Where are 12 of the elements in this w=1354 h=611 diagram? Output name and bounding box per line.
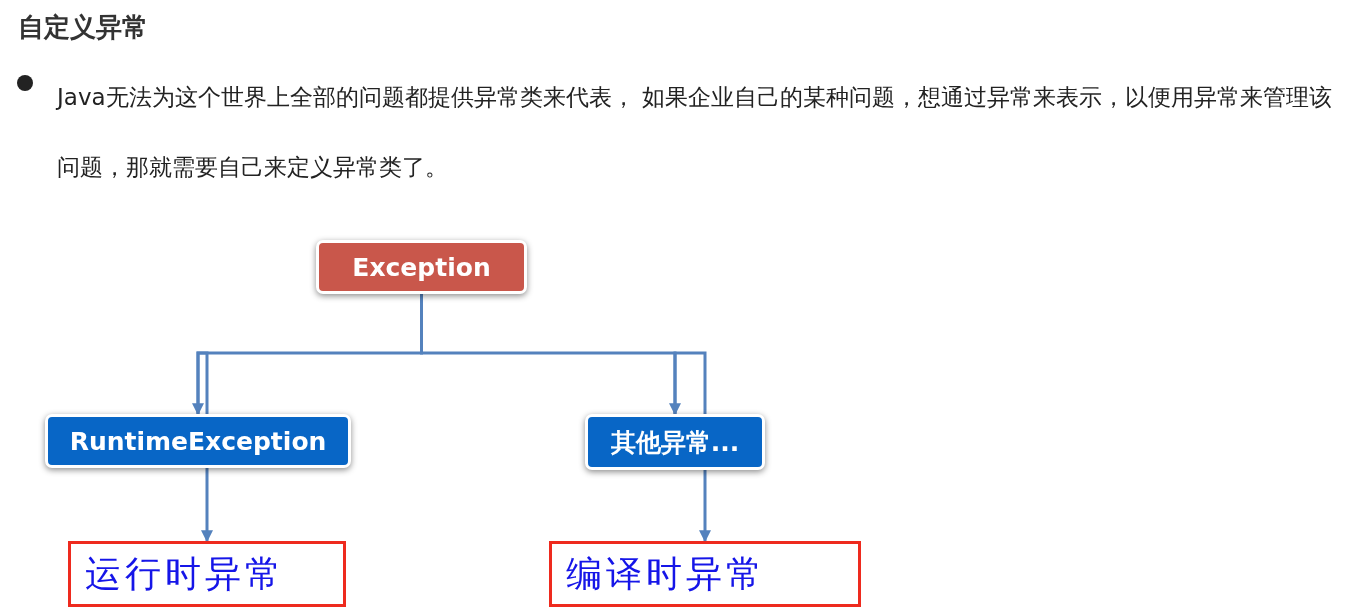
class-name: RuntimeException [69,426,327,456]
handwritten-note: 编译时异常 [566,551,766,596]
heading: 自定义异常 [18,11,148,44]
handwritten-note: 运行时异常 [85,551,285,596]
paragraph: Java无法为这个世界上全部的问题都提供异常类来代表， 如果企业自己的某种问题，想通过异常来表示，以便用异常来管理该问题，那就需要自己来定义异常类了。 [57,83,1333,182]
class-name: Exception [352,252,491,282]
highlight-frame [68,541,346,607]
highlight-frame [549,541,861,607]
class-box [45,414,351,468]
class-box [585,414,765,470]
class-name: 其他异常... [610,426,740,459]
class-box [316,240,527,294]
